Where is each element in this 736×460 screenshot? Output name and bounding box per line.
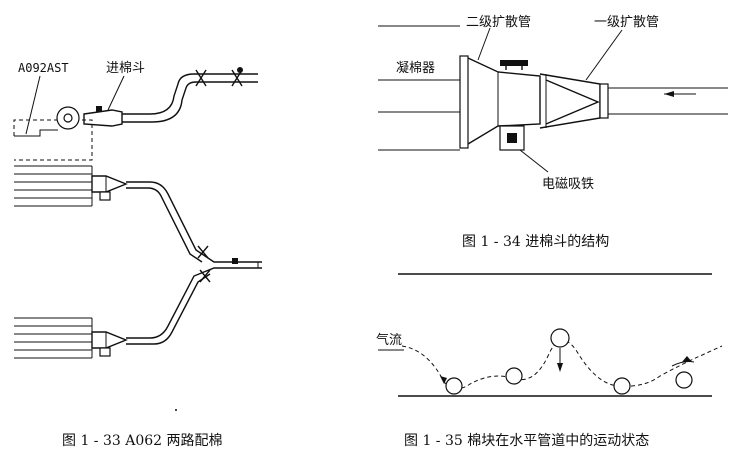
lower-funnel-base bbox=[99, 347, 111, 357]
upper-valve-knob-icon bbox=[237, 67, 243, 73]
second-diffuser bbox=[467, 57, 541, 145]
fig33-caption: 图 1 - 33 A062 两路配棉 bbox=[62, 432, 223, 449]
first-diffuser-flange bbox=[599, 83, 609, 119]
second-diffuser-leader-line bbox=[477, 27, 491, 61]
flow-arrow-icon bbox=[664, 91, 674, 97]
condenser-plate bbox=[459, 55, 469, 149]
fig33-diagram: A092AST 进棉斗 图 1 - 33 A062 两路配棉 bbox=[13, 61, 262, 449]
hopper-magnet-icon bbox=[96, 106, 102, 112]
fig34-caption: 图 1 - 34 进棉斗的结构 bbox=[462, 233, 609, 250]
cotton-tuft-2 bbox=[505, 367, 523, 385]
cotton-tuft-4 bbox=[613, 377, 631, 395]
diffuser-handle-top-icon bbox=[500, 60, 528, 66]
hopper-body bbox=[83, 109, 123, 127]
first-diffuser-leader-line bbox=[585, 29, 623, 81]
upper-feeder-machine bbox=[14, 165, 93, 207]
cotton-tuft-3 bbox=[550, 328, 570, 348]
a092ast-machine-outline bbox=[13, 119, 93, 161]
fig35-caption: 图 1 - 35 棉块在水平管道中的运动状态 bbox=[404, 432, 649, 449]
cotton-tuft-5 bbox=[675, 371, 693, 389]
first-diffuser-cone bbox=[545, 79, 600, 125]
first-diffuser bbox=[539, 73, 601, 129]
airflow-label: 气流 bbox=[376, 332, 402, 348]
stray-dot bbox=[175, 409, 177, 411]
upper-pipe-top bbox=[122, 73, 258, 115]
trajectory-arrow-2-icon bbox=[682, 356, 692, 362]
junction-valve-upper-icon bbox=[197, 245, 209, 259]
second-diffuser-label: 二级扩散管 bbox=[466, 15, 531, 30]
fig35-diagram: 气流 图 1 - 35 棉块在水平管道中的运动状态 bbox=[376, 273, 723, 449]
magnet-leader-line bbox=[519, 149, 549, 173]
upper-pipe-bottom bbox=[122, 81, 258, 123]
hopper-leader-line bbox=[107, 75, 125, 111]
junction-valve-right-icon bbox=[232, 258, 238, 264]
magnet-label: 电磁吸铁 bbox=[542, 177, 594, 192]
splitter-lower-branch-top bbox=[126, 267, 262, 339]
electromagnet-core-icon bbox=[507, 133, 517, 143]
hopper-label: 进棉斗 bbox=[106, 61, 145, 76]
upper-funnel bbox=[91, 175, 128, 193]
fig34-diagram: 二级扩散管 一级扩散管 凝棉器 电磁吸铁 图 1 - 34 进棉斗的结构 bbox=[378, 15, 728, 250]
splitter-upper-branch-top bbox=[126, 181, 262, 263]
splitter-upper-branch-bottom bbox=[126, 187, 203, 263]
lower-funnel bbox=[91, 331, 128, 349]
junction-valve-lower-icon bbox=[199, 269, 211, 283]
lower-feeder-machine bbox=[14, 317, 93, 359]
splitter-lower-branch-bottom bbox=[126, 273, 211, 345]
a092ast-top-edge bbox=[14, 129, 58, 137]
a092ast-leader-line bbox=[25, 75, 41, 135]
a092ast-label: A092AST bbox=[18, 61, 69, 75]
drop-arrow-icon bbox=[557, 363, 563, 372]
trajectory-arrow-1-icon bbox=[440, 376, 447, 384]
condenser-label: 凝棉器 bbox=[396, 60, 435, 76]
upper-funnel-base bbox=[99, 191, 111, 201]
first-diffuser-label: 一级扩散管 bbox=[594, 15, 659, 30]
upper-valve-1-icon bbox=[195, 69, 207, 87]
fan-hub-icon bbox=[63, 113, 73, 123]
cotton-tuft-1 bbox=[445, 377, 463, 395]
